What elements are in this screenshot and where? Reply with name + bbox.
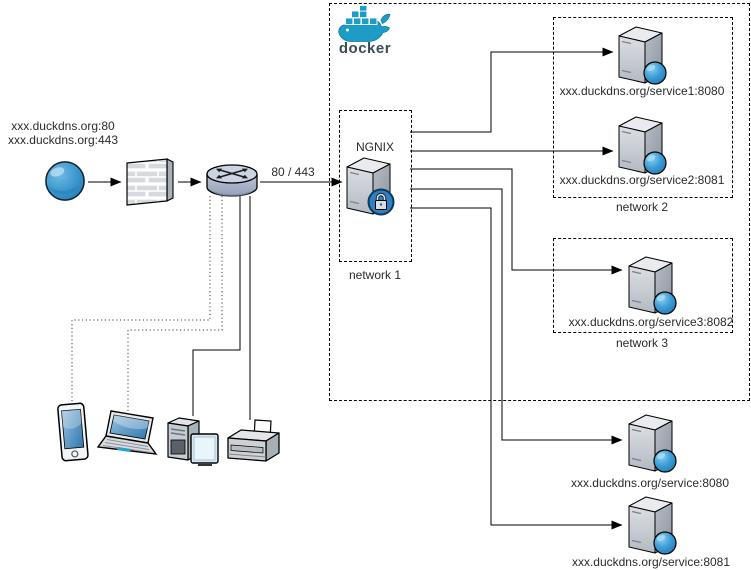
network3-box xyxy=(553,238,733,333)
nginx-label: NGNIX xyxy=(355,140,394,154)
edge-router-desktop xyxy=(192,196,241,416)
service2-label: xxx.duckdns.org/service2:8081 xyxy=(559,173,725,187)
endpoint-line-443: xxx.duckdns.org:443 xyxy=(7,133,119,147)
edge-router-phone xyxy=(71,196,211,404)
server-icon-host-service-8081 xyxy=(627,494,677,556)
docker-wordmark: docker xyxy=(338,40,392,57)
server-icon-service3 xyxy=(627,254,677,316)
network1-label: network 1 xyxy=(348,268,402,282)
ports-edge-label: 80 / 443 xyxy=(271,165,315,179)
host-service-8081-label: xxx.duckdns.org/service:8081 xyxy=(571,555,731,569)
smartphone-icon xyxy=(57,402,89,462)
network1-box xyxy=(339,110,412,262)
endpoint-label: xxx.duckdns.org:80 xxx.duckdns.org:443 xyxy=(5,119,121,147)
firewall-icon xyxy=(126,158,174,206)
server-icon-service2 xyxy=(617,114,667,176)
host-service-8080-label: xxx.duckdns.org/service:8080 xyxy=(570,476,730,490)
globe-icon xyxy=(45,161,85,201)
laptop-icon xyxy=(96,410,158,455)
server-icon-host-service-8080 xyxy=(627,412,677,474)
endpoint-line-80: xxx.duckdns.org:80 xyxy=(11,119,115,133)
service1-label: xxx.duckdns.org/service1:8080 xyxy=(559,84,725,98)
printer-icon xyxy=(227,419,280,462)
network2-label: network 2 xyxy=(615,200,669,214)
router-icon xyxy=(206,164,258,197)
network2-box xyxy=(553,17,733,198)
server-icon-service1 xyxy=(617,24,667,86)
proxy-server-icon xyxy=(345,155,395,217)
edge-router-laptop xyxy=(127,196,223,412)
service3-label: xxx.duckdns.org/service3:8082 xyxy=(568,315,734,329)
docker-whale-icon xyxy=(338,6,391,42)
docker-host-boundary xyxy=(329,3,750,401)
network3-label: network 3 xyxy=(615,336,669,350)
desktop-pc-icon xyxy=(167,417,219,466)
